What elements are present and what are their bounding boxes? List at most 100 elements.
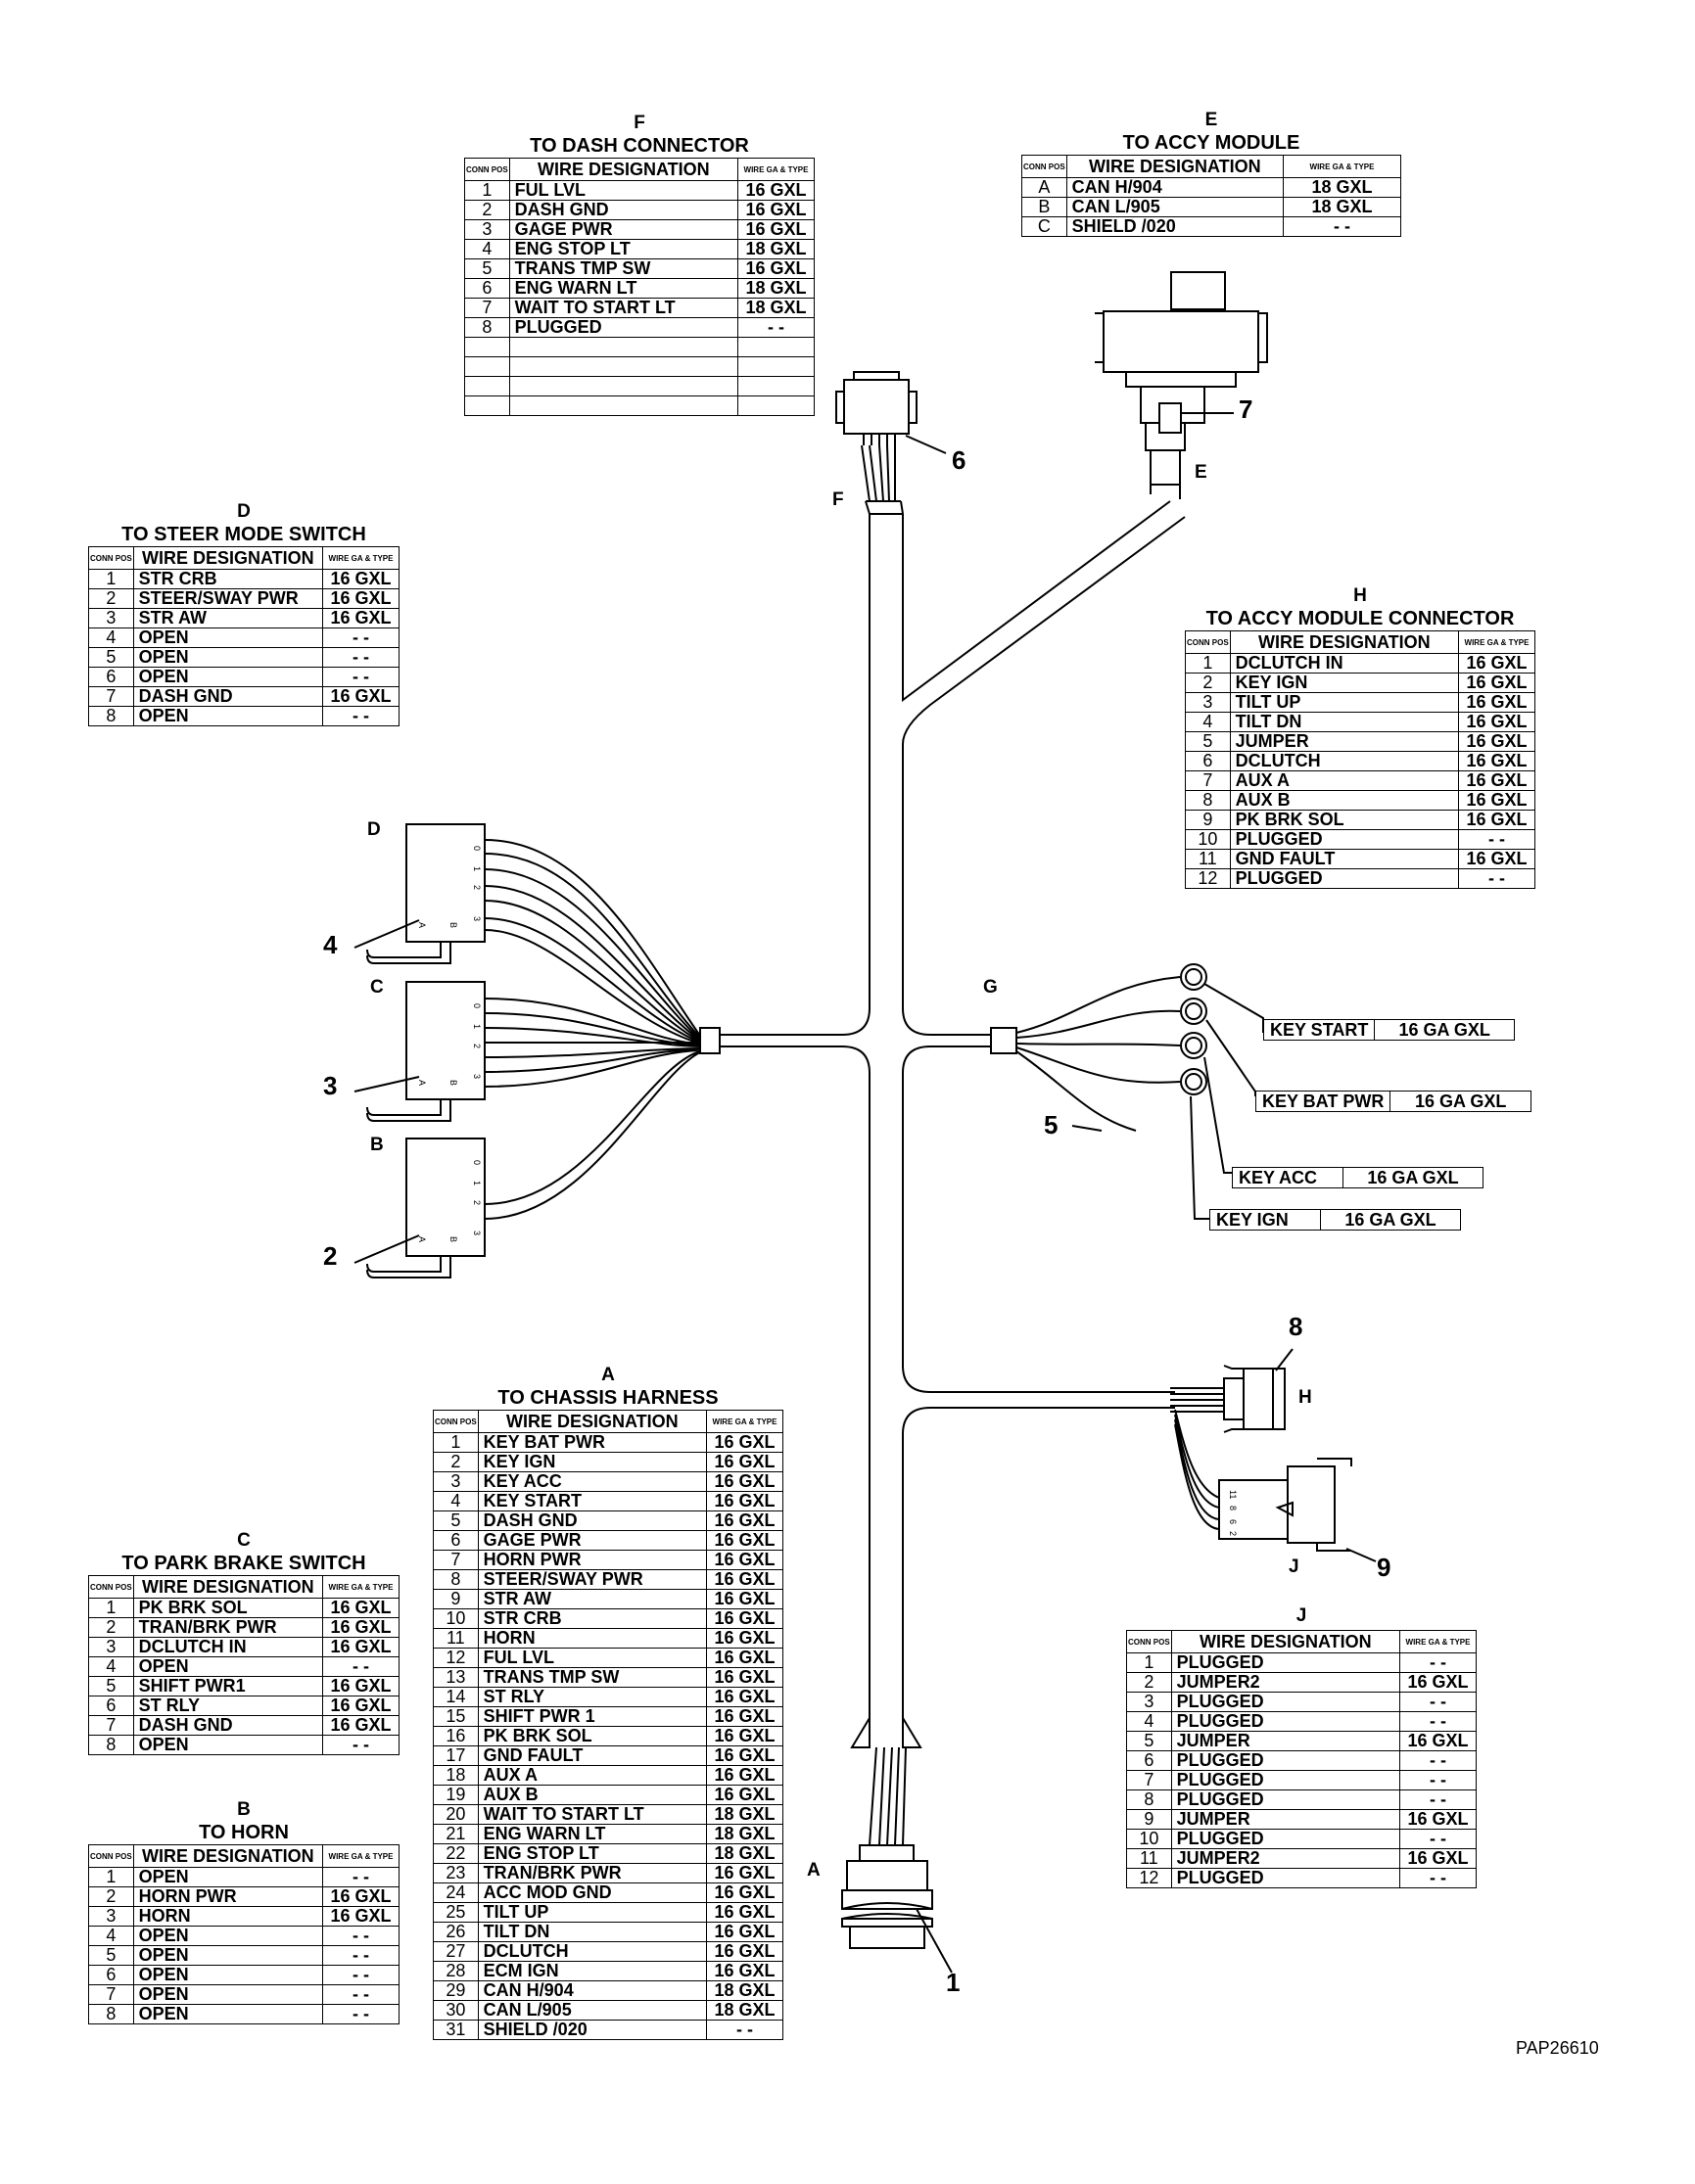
connector-label-D: D: [367, 819, 381, 840]
wire-gauge-cell: - -: [1458, 829, 1535, 850]
conn-pos-cell: 8: [464, 317, 510, 338]
wire-gauge-cell: 16 GXL: [322, 1617, 400, 1638]
wire-designation-cell: PLUGGED: [1229, 868, 1460, 889]
terminal-gauge: 16 GA GXL: [1398, 1020, 1490, 1040]
wire-designation-cell: PLUGGED: [1229, 829, 1460, 850]
conn-pos-cell: 4: [88, 627, 134, 648]
wire-gauge-cell: 18 GXL: [737, 278, 815, 299]
header-conn-pos: CONN POS: [88, 546, 134, 570]
wire-gauge-cell: 16 GXL: [706, 1471, 783, 1492]
conn-pos-cell: 1: [88, 1598, 134, 1618]
wire-designation-cell: JUMPER: [1170, 1809, 1401, 1830]
conn-pos-cell: 3: [88, 608, 134, 628]
wire-gauge-cell: 16 GXL: [706, 1667, 783, 1688]
wire-gauge-cell: 18 GXL: [706, 1980, 783, 2001]
table-row: [464, 337, 815, 357]
wire-designation-cell: KEY ACC: [477, 1471, 708, 1492]
terminal-name: KEY ACC: [1233, 1168, 1343, 1187]
svg-text:B: B: [448, 922, 458, 928]
wire-gauge-cell: 16 GXL: [706, 1589, 783, 1609]
wire-designation-cell: GND FAULT: [477, 1745, 708, 1766]
table-row: [464, 356, 815, 377]
wire-designation-cell: [508, 356, 739, 377]
conn-pos-cell: 25: [433, 1902, 479, 1923]
wire-designation-cell: TRANS TMP SW: [508, 258, 739, 279]
wire-designation-cell: SHIELD /020: [1065, 216, 1285, 237]
wire-designation-cell: STR CRB: [477, 1608, 708, 1629]
wire-designation-cell: ENG WARN LT: [477, 1824, 708, 1844]
conn-pos-cell: 30: [433, 2000, 479, 2021]
wire-gauge-cell: - -: [1399, 1711, 1477, 1732]
conn-pos-cell: 1: [88, 569, 134, 589]
wire-designation-cell: SHIELD /020: [477, 2020, 708, 2040]
wire-gauge-cell: 16 GXL: [737, 258, 815, 279]
conn-pos-cell: 6: [88, 1965, 134, 1985]
connector-letter: A: [601, 1365, 615, 1385]
callout-9: 9: [1377, 1553, 1391, 1582]
wire-gauge-cell: - -: [322, 1945, 400, 1966]
conn-pos-cell: 20: [433, 1804, 479, 1825]
wire-gauge-cell: 16 GXL: [737, 219, 815, 240]
wire-designation-cell: PK BRK SOL: [132, 1598, 324, 1618]
svg-text:0: 0: [472, 1160, 482, 1165]
conn-pos-cell: 8: [88, 1735, 134, 1755]
svg-text:2: 2: [472, 885, 482, 890]
wire-designation-cell: AUX A: [1229, 770, 1460, 791]
conn-pos-cell: 7: [88, 686, 134, 707]
wire-designation-cell: [508, 337, 739, 357]
e-branch-outer: [902, 516, 1186, 1036]
wire-designation-cell: OPEN: [132, 627, 324, 648]
wire-gauge-cell: 16 GXL: [322, 1696, 400, 1716]
wire-gauge-cell: - -: [737, 317, 815, 338]
wire-designation-cell: JUMPER2: [1170, 1848, 1401, 1869]
wire-designation-cell: GND FAULT: [1229, 849, 1460, 869]
conn-pos-cell: 9: [1185, 810, 1231, 830]
connector-title: TO STEER MODE SWITCH: [121, 524, 366, 545]
wire-gauge-cell: - -: [1399, 1789, 1477, 1810]
trunk-right-edge: [902, 500, 1171, 702]
wire-gauge-cell: 16 GXL: [706, 1882, 783, 1903]
wire-designation-cell: HORN PWR: [132, 1886, 324, 1907]
wire-designation-cell: FUL LVL: [477, 1648, 708, 1668]
wire-designation-cell: DASH GND: [132, 1715, 324, 1736]
conn-pos-cell: 24: [433, 1882, 479, 1903]
wire-gauge-cell: 16 GXL: [706, 1863, 783, 1883]
wire-gauge-cell: 16 GXL: [1458, 692, 1535, 713]
wire-gauge-cell: 18 GXL: [1283, 177, 1401, 198]
connector-label-F: F: [832, 489, 844, 510]
wire-gauge-cell: 16 GXL: [322, 1715, 400, 1736]
wire-gauge-cell: 16 GXL: [1458, 712, 1535, 732]
wire-gauge-cell: - -: [1399, 1692, 1477, 1712]
wire-gauge-cell: 16 GXL: [322, 1637, 400, 1657]
svg-text:2: 2: [472, 1200, 482, 1205]
wire-gauge-cell: 16 GXL: [706, 1628, 783, 1649]
wire-designation-cell: OPEN: [132, 667, 324, 687]
conn-pos-cell: [464, 395, 510, 416]
conn-pos-cell: 7: [433, 1550, 479, 1570]
